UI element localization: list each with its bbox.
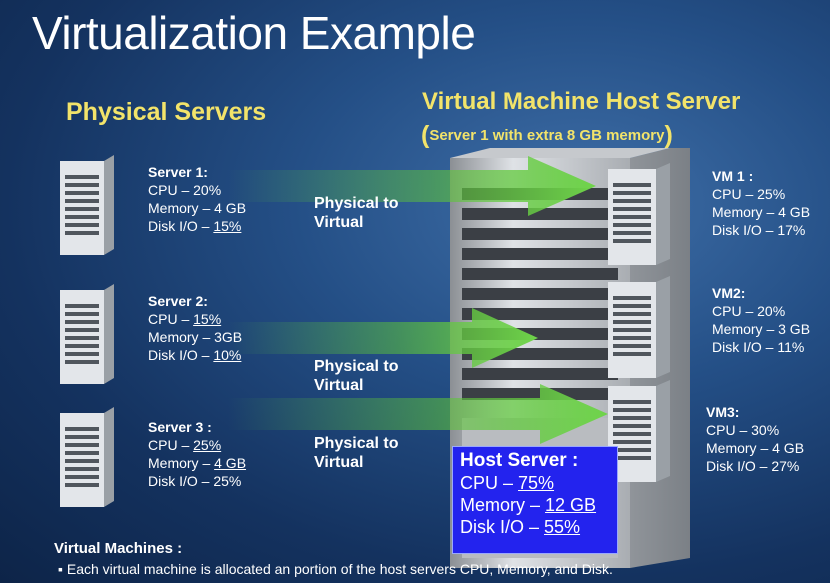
p2v-line-1: Physical to — [314, 358, 399, 375]
cpu-label: CPU – — [148, 437, 194, 453]
host-summary-title: Host Server : — [460, 450, 579, 471]
memory-value: 4 GB — [214, 200, 247, 216]
slide-title: Virtualization Example — [32, 7, 476, 59]
memory-value: 4 GB — [214, 455, 247, 471]
virtual-machines-heading: Virtual Machines : — [54, 540, 183, 557]
vm-memory: Memory – 3 GB — [712, 321, 811, 337]
p2v-label: Physical to Virtual — [314, 434, 398, 472]
disk-label: Disk I/O – — [148, 218, 214, 234]
memory-line: Memory – 4 GB — [148, 199, 246, 217]
host-disk-line: Disk I/O – 55% — [460, 516, 617, 538]
disk-line: Disk I/O – 15% — [148, 217, 246, 235]
vm-memory: Memory – 4 GB — [706, 440, 805, 456]
host-memory-value: 12 GB — [545, 495, 597, 515]
disk-line: Disk I/O – 25% — [148, 472, 246, 490]
server-name: Server 2: — [148, 293, 208, 309]
memory-label: Memory – — [148, 329, 215, 345]
disk-label: Disk I/O – — [148, 347, 214, 363]
vm-name: VM2: — [712, 285, 746, 301]
memory-line: Memory – 4 GB — [148, 454, 246, 472]
vm-name: VM3: — [706, 404, 740, 420]
server-tower-icon — [604, 380, 674, 482]
server-tower-icon — [56, 155, 118, 255]
physical-servers-heading: Physical Servers — [66, 98, 267, 126]
subtitle-close-paren: ) — [664, 121, 673, 149]
server-1-stats: Server 1: CPU – 20% Memory – 4 GB Disk I… — [148, 163, 246, 235]
vm-cpu: CPU – 30% — [706, 422, 780, 438]
cpu-value: 25% — [193, 437, 222, 453]
host-cpu-value: 75% — [518, 473, 555, 493]
disk-value: 15% — [213, 218, 242, 234]
cpu-label: CPU – — [148, 182, 194, 198]
subtitle-text: Server 1 with extra 8 GB memory — [429, 127, 665, 144]
server-name: Server 1: — [148, 164, 208, 180]
vm-disk: Disk I/O – 17% — [712, 222, 806, 238]
vm-3-stats: VM3: CPU – 30% Memory – 4 GB Disk I/O – … — [706, 403, 804, 475]
server-2-stats: Server 2: CPU – 15% Memory – 3GB Disk I/… — [148, 292, 242, 364]
vm-cpu: CPU – 25% — [712, 186, 786, 202]
memory-label: Memory – — [148, 455, 215, 471]
host-memory-line: Memory – 12 GB — [460, 494, 617, 516]
host-memory-label: Memory – — [460, 495, 546, 515]
cpu-line: CPU – 20% — [148, 181, 246, 199]
p2v-label: Physical to Virtual — [314, 357, 398, 395]
cpu-line: CPU – 25% — [148, 436, 246, 454]
arrow-right-icon — [228, 308, 538, 368]
server-tower-icon — [56, 284, 118, 384]
p2v-label: Physical to Virtual — [314, 194, 398, 232]
p2v-line-2: Virtual — [314, 214, 364, 231]
server-tower-icon — [604, 276, 674, 378]
cpu-value: 15% — [193, 311, 222, 327]
p2v-line-1: Physical to — [314, 435, 399, 452]
subtitle-open-paren: ( — [421, 121, 430, 149]
host-server-subtitle: (Server 1 with extra 8 GB memory) — [421, 121, 673, 150]
vm-name: VM 1 : — [712, 168, 754, 184]
memory-line: Memory – 3GB — [148, 328, 242, 346]
server-3-stats: Server 3 : CPU – 25% Memory – 4 GB Disk … — [148, 418, 246, 490]
p2v-line-2: Virtual — [314, 377, 364, 394]
server-name: Server 3 : — [148, 419, 212, 435]
server-tower-icon — [604, 163, 674, 265]
vm-cpu: CPU – 20% — [712, 303, 786, 319]
host-disk-value: 55% — [544, 517, 581, 537]
memory-label: Memory – — [148, 200, 215, 216]
cpu-value: 20% — [193, 182, 222, 198]
server-tower-icon — [56, 407, 118, 507]
disk-value: 10% — [213, 347, 242, 363]
disk-label: Disk I/O – — [148, 473, 214, 489]
vm-2-stats: VM2: CPU – 20% Memory – 3 GB Disk I/O – … — [712, 284, 810, 356]
memory-value: 3GB — [214, 329, 243, 345]
vm-disk: Disk I/O – 11% — [712, 339, 805, 355]
disk-line: Disk I/O – 10% — [148, 346, 242, 364]
cpu-line: CPU – 15% — [148, 310, 242, 328]
arrow-right-icon — [228, 384, 608, 444]
vm-1-stats: VM 1 : CPU – 25% Memory – 4 GB Disk I/O … — [712, 167, 810, 239]
p2v-line-1: Physical to — [314, 195, 399, 212]
cpu-label: CPU – — [148, 311, 194, 327]
host-server-summary: Host Server : CPU – 75% Memory – 12 GB D… — [452, 446, 618, 554]
host-cpu-line: CPU – 75% — [460, 472, 617, 494]
vm-memory: Memory – 4 GB — [712, 204, 811, 220]
host-server-heading: Virtual Machine Host Server — [422, 88, 741, 115]
host-cpu-label: CPU – — [460, 473, 519, 493]
arrow-right-icon — [228, 156, 596, 216]
host-disk-label: Disk I/O – — [460, 517, 545, 537]
p2v-line-2: Virtual — [314, 454, 364, 471]
vm-disk: Disk I/O – 27% — [706, 458, 800, 474]
disk-value: 25% — [213, 473, 242, 489]
virtual-machines-bullet: ▪ Each virtual machine is allocated an p… — [58, 561, 613, 577]
